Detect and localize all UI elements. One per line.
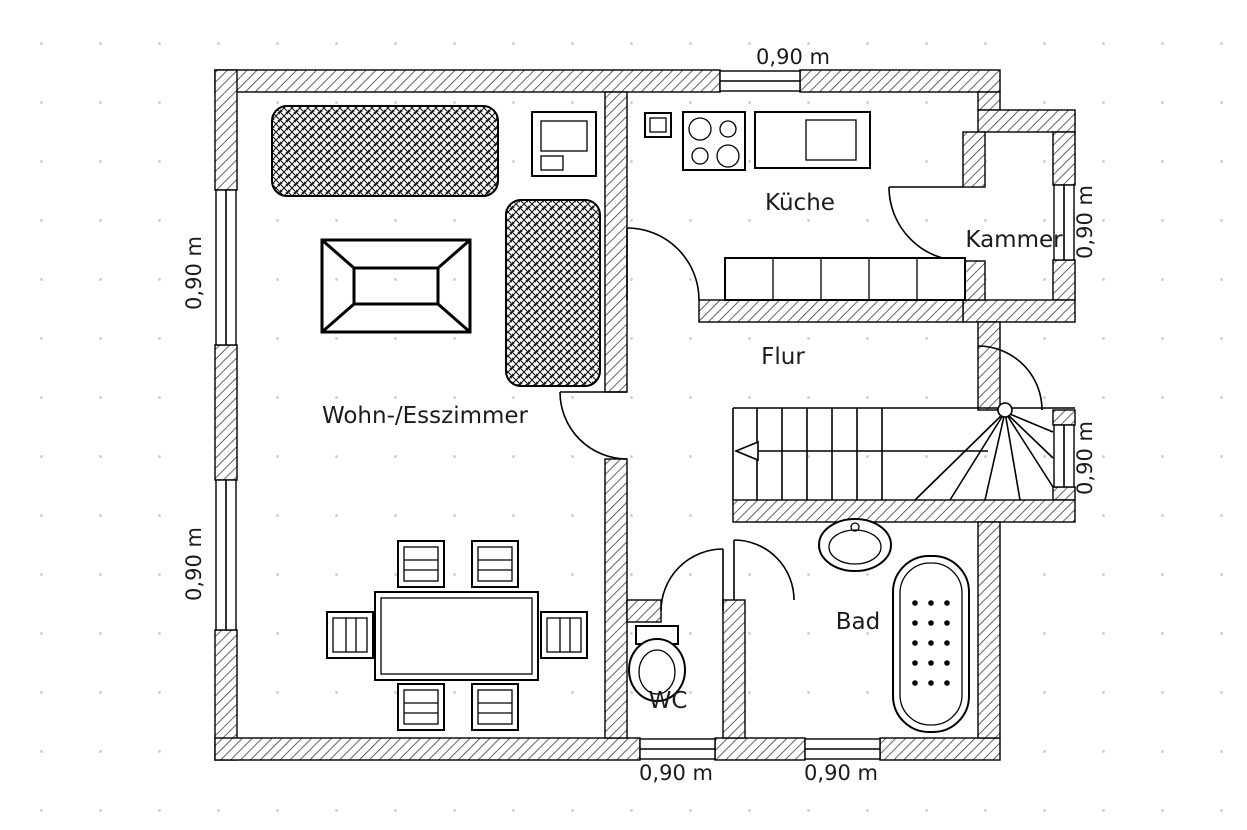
room-label-kueche: Küche (765, 190, 835, 216)
staircase (732, 345, 1075, 501)
dimension-bottom-right: 0,90 m (804, 761, 878, 785)
wall-segment (604, 91, 628, 393)
room-label-kammer: Kammer (965, 227, 1063, 253)
kitchen-cabinet (754, 111, 871, 169)
wall-segment (214, 69, 721, 93)
bathroom-sink-icon (818, 518, 892, 572)
room-label-wohn-esszimmer: Wohn-/Esszimmer (322, 403, 529, 429)
window-bottom-right (804, 738, 881, 760)
wall-segment (962, 260, 986, 301)
wall-segment (214, 69, 238, 191)
labels: Küche Kammer Flur Wohn-/Esszimmer WC Bad… (182, 45, 1097, 785)
toilet-icon (628, 625, 686, 702)
door-kammer (888, 186, 964, 262)
wall-segment (214, 344, 238, 481)
door-kitchen (626, 227, 700, 301)
wall-segment (214, 737, 641, 761)
wall-segment (977, 109, 1076, 133)
stove-icon (682, 111, 746, 171)
window-stair-right (1053, 424, 1075, 488)
wall-segment (879, 737, 1001, 761)
sofa-large (271, 105, 499, 197)
dining-chair (540, 611, 588, 659)
wall-segment (977, 321, 1001, 411)
dimension-bottom-left: 0,90 m (639, 761, 713, 785)
wall-segment (626, 599, 662, 623)
dimension-top: 0,90 m (756, 45, 830, 69)
dining-chair (397, 683, 445, 731)
wall-segment (714, 737, 806, 761)
wall-segment (977, 91, 1001, 111)
kitchen-counter (724, 257, 966, 301)
window-bottom-left (639, 738, 716, 760)
shower-dots (912, 600, 950, 686)
living-room-furniture (271, 105, 601, 731)
wall-segment (962, 131, 986, 188)
room-label-wc: WC (649, 688, 688, 714)
dining-table (374, 591, 539, 681)
tv-cabinet (531, 111, 597, 177)
wall-segment (722, 599, 746, 739)
dimension-left-lower: 0,90 m (182, 527, 206, 601)
room-label-bad: Bad (836, 609, 880, 635)
dining-chair (471, 683, 519, 731)
wall-segment (977, 521, 1001, 739)
wall-segment (604, 458, 628, 739)
door-living-room (559, 391, 628, 460)
window-left-upper (215, 189, 237, 346)
wall-segment (1052, 486, 1076, 501)
bathroom-fixtures (628, 518, 970, 733)
wall-segment (962, 299, 1076, 323)
window-kammer-right (1053, 184, 1075, 261)
stair-newel-post (997, 402, 1013, 418)
dimension-right-middle: 0,90 m (1073, 421, 1097, 495)
dimension-right-upper: 0,90 m (1073, 185, 1097, 259)
window-left-lower (215, 479, 237, 631)
window-top (719, 70, 801, 92)
dimension-left-upper: 0,90 m (182, 236, 206, 310)
wall-segment (1052, 409, 1076, 426)
door-bad (733, 539, 795, 601)
wall-segment (732, 499, 1076, 523)
sofa-small (505, 199, 601, 387)
windows (215, 70, 1075, 760)
kitchen-sink-icon (644, 112, 672, 138)
bathtub-icon (892, 555, 970, 733)
stair-direction-arrow (733, 440, 759, 462)
stair-railing-arc (977, 345, 1043, 411)
wall-segment (1052, 131, 1076, 186)
door-wc (660, 548, 724, 612)
coffee-table (320, 238, 472, 334)
wall-segment (799, 69, 1001, 93)
dining-set (326, 540, 588, 731)
wall-segment (1052, 259, 1076, 301)
room-label-flur: Flur (761, 344, 805, 370)
dining-chair (326, 611, 374, 659)
wall-segment (698, 299, 964, 323)
dining-chair (397, 540, 445, 588)
kitchen-fixtures (644, 111, 966, 301)
dining-chair (471, 540, 519, 588)
